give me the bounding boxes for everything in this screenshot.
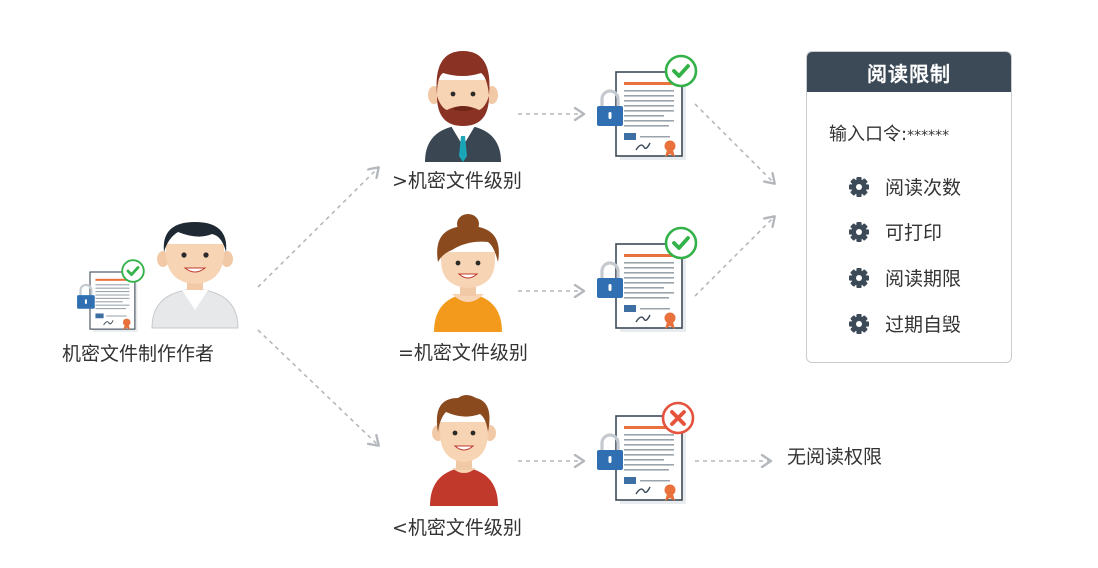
document-higher [595, 70, 688, 162]
author-label: 机密文件制作作者 [62, 343, 215, 365]
document-equal-check-icon [664, 226, 698, 260]
gear-icon [849, 221, 869, 242]
recipient-higher-label: >机密文件级别 [392, 170, 522, 192]
gear-icon [849, 176, 869, 197]
arrow-doc1-to-panel [694, 103, 774, 183]
permission-printable: 可打印 [847, 218, 942, 245]
recipient-lower-avatar [430, 395, 498, 506]
read-restriction-panel: 阅读限制 输入口令:****** 阅读次数 可打印 阅读期限 过期自毁 [806, 51, 1012, 363]
recipient-lower-label: <机密文件级别 [392, 517, 522, 539]
gear-icon [849, 267, 869, 288]
document-higher-check-icon [664, 54, 698, 88]
document-equal [595, 242, 688, 334]
permission-read-period: 阅读期限 [847, 264, 961, 291]
password-row: 输入口令:****** [829, 120, 949, 146]
recipient-higher-avatar [425, 51, 501, 162]
permission-label: 过期自毁 [885, 314, 962, 336]
gear-icon [849, 313, 869, 334]
permission-read-count: 阅读次数 [847, 173, 961, 200]
permission-label: 可打印 [885, 222, 943, 244]
document-lower-cross-icon [661, 401, 695, 435]
panel-title: 阅读限制 [807, 52, 1011, 92]
arrow-author-to-lower [257, 329, 378, 445]
recipient-equal-label: =机密文件级别 [398, 342, 528, 364]
password-value: ****** [907, 128, 950, 144]
recipient-equal-avatar [434, 214, 502, 332]
permission-label: 阅读次数 [885, 177, 962, 199]
arrow-doc2-to-panel [694, 217, 774, 297]
permission-self-destruct: 过期自毁 [847, 310, 961, 337]
no-access-label: 无阅读权限 [787, 446, 883, 468]
arrow-author-to-higher [257, 168, 378, 288]
password-label: 输入口令: [829, 124, 908, 145]
connectors [257, 103, 774, 461]
author-avatar [151, 222, 239, 329]
permission-label: 阅读期限 [885, 268, 962, 290]
author-check-icon [120, 258, 146, 284]
